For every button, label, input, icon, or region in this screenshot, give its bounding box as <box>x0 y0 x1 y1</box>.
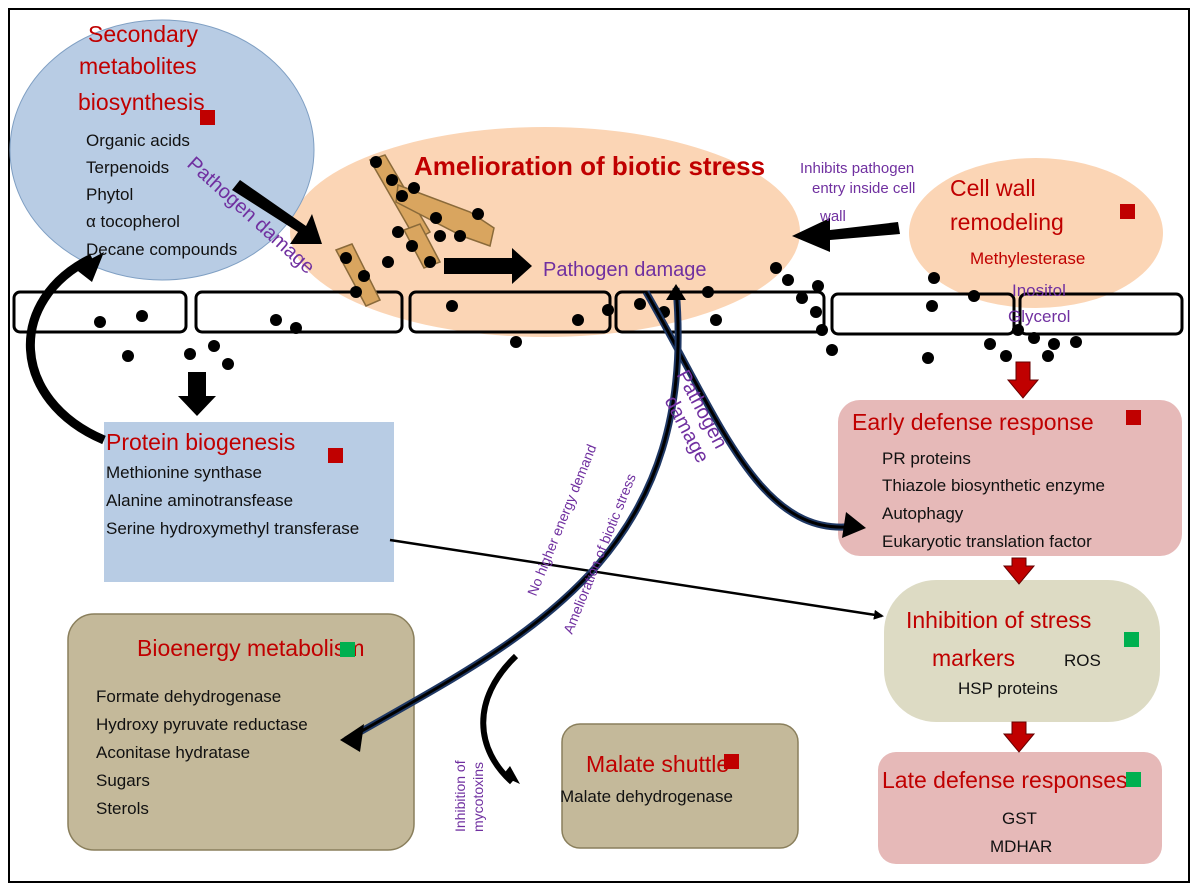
red-square-marker <box>1126 410 1141 425</box>
green-square-marker <box>1126 772 1141 787</box>
bioenergy-box <box>67 613 415 851</box>
late-defense-item: MDHAR <box>990 837 1053 856</box>
stress-item: HSP proteins <box>958 679 1058 698</box>
inhibits-annotation-line: Inhibits pathogen <box>800 160 915 177</box>
plant-cell <box>614 290 826 334</box>
bioenergy-item: Aconitase hydratase <box>96 743 251 762</box>
inhibits-annotation-line: entry inside cell <box>812 180 916 197</box>
curved-arrow-mycotoxins <box>480 653 519 785</box>
cell-wall-title-line1: Cell wall <box>950 175 1036 201</box>
bioenergy-title: Bioenergy metabolism <box>137 635 365 661</box>
cell-wall-item: Glycerol <box>1008 307 1071 326</box>
red-square-marker <box>200 110 215 125</box>
secondary-item: Phytol <box>86 185 134 204</box>
mycotoxins-label-1: Inhibition of <box>452 760 468 832</box>
secondary-title-line2: metabolites <box>79 53 197 79</box>
block-arrows <box>178 180 900 416</box>
pathogen-spores <box>94 156 1082 370</box>
plant-cell <box>1018 292 1184 336</box>
plant-cell <box>12 290 188 334</box>
cell-wall-item: Methylesterase <box>970 249 1086 268</box>
malate-box <box>561 723 799 849</box>
stress-item: ROS <box>1064 651 1101 670</box>
secondary-title-line1: Secondary <box>88 21 198 47</box>
green-square-marker <box>340 642 355 657</box>
early-defense-item: Thiazole biosynthetic enzyme <box>882 476 1106 495</box>
arrow-to-protein <box>178 372 216 416</box>
bioenergy-item: Hydroxy pyruvate reductase <box>96 715 308 734</box>
early-defense-item: Eukaryotic translation factor <box>882 532 1092 551</box>
figure-frame <box>8 8 1190 883</box>
red-square-marker <box>328 448 343 463</box>
early-defense-item: PR proteins <box>882 449 971 468</box>
cell-wall-title-line2: remodeling <box>950 209 1064 235</box>
early-defense-box <box>838 400 1182 556</box>
secondary-item: Organic acids <box>86 131 190 150</box>
green-square-marker <box>1124 632 1139 647</box>
bioenergy-item: Sugars <box>96 771 150 790</box>
protein-title: Protein biogenesis <box>106 429 296 455</box>
arrow-inhibits-entry <box>792 218 900 252</box>
protein-biogenesis-box <box>104 422 394 582</box>
stress-title-line1: Inhibition of stress <box>906 607 1092 633</box>
late-defense-item: GST <box>1002 809 1037 828</box>
arrow-protein-to-stress <box>389 538 884 620</box>
flow-arrows-red <box>1002 361 1040 753</box>
amelioration-region <box>290 127 800 337</box>
cell-wall-item: Inositol <box>1012 281 1066 300</box>
red-square-marker <box>1120 204 1135 219</box>
secondary-title-line3: biosynthesis <box>78 89 205 115</box>
curved-arrow-protein-to-metabolites <box>26 253 106 445</box>
central-title: Amelioration of biotic stress <box>414 151 766 181</box>
cell-wall-region <box>909 158 1163 308</box>
protein-item: Alanine aminotransfease <box>106 491 294 510</box>
central-pathogen-label: Pathogen damage <box>543 259 707 281</box>
protein-item: Serine hydroxymethyl transferase <box>106 519 360 538</box>
stress-title-line2: markers <box>932 645 1016 671</box>
secondary-item: α tocopherol <box>86 212 180 231</box>
late-defense-title: Late defense responses <box>882 767 1128 793</box>
bioenergy-item: Formate dehydrogenase <box>96 687 282 706</box>
arrow-to-ameliorate <box>232 180 322 244</box>
inhibits-annotation-line: wall <box>820 208 846 225</box>
secondary-item: Terpenoids <box>86 158 170 177</box>
late-defense-box <box>878 752 1162 864</box>
early-defense-item: Autophagy <box>882 504 964 523</box>
plant-cell <box>830 292 1016 336</box>
malate-title: Malate shuttle <box>586 751 730 777</box>
secondary-item: Decane compounds <box>86 240 238 259</box>
stress-markers-box <box>884 580 1160 722</box>
bioenergy-item: Sterols <box>96 799 149 818</box>
red-square-marker <box>724 754 739 769</box>
arrow-pathogen-damage <box>444 248 532 284</box>
mycotoxins-label-2: mycotoxins <box>470 761 486 832</box>
malate-item: Malate dehydrogenase <box>560 787 733 806</box>
early-defense-title: Early defense response <box>852 409 1094 435</box>
secondary-metabolites-region <box>9 19 315 281</box>
protein-item: Methionine synthase <box>106 463 262 482</box>
